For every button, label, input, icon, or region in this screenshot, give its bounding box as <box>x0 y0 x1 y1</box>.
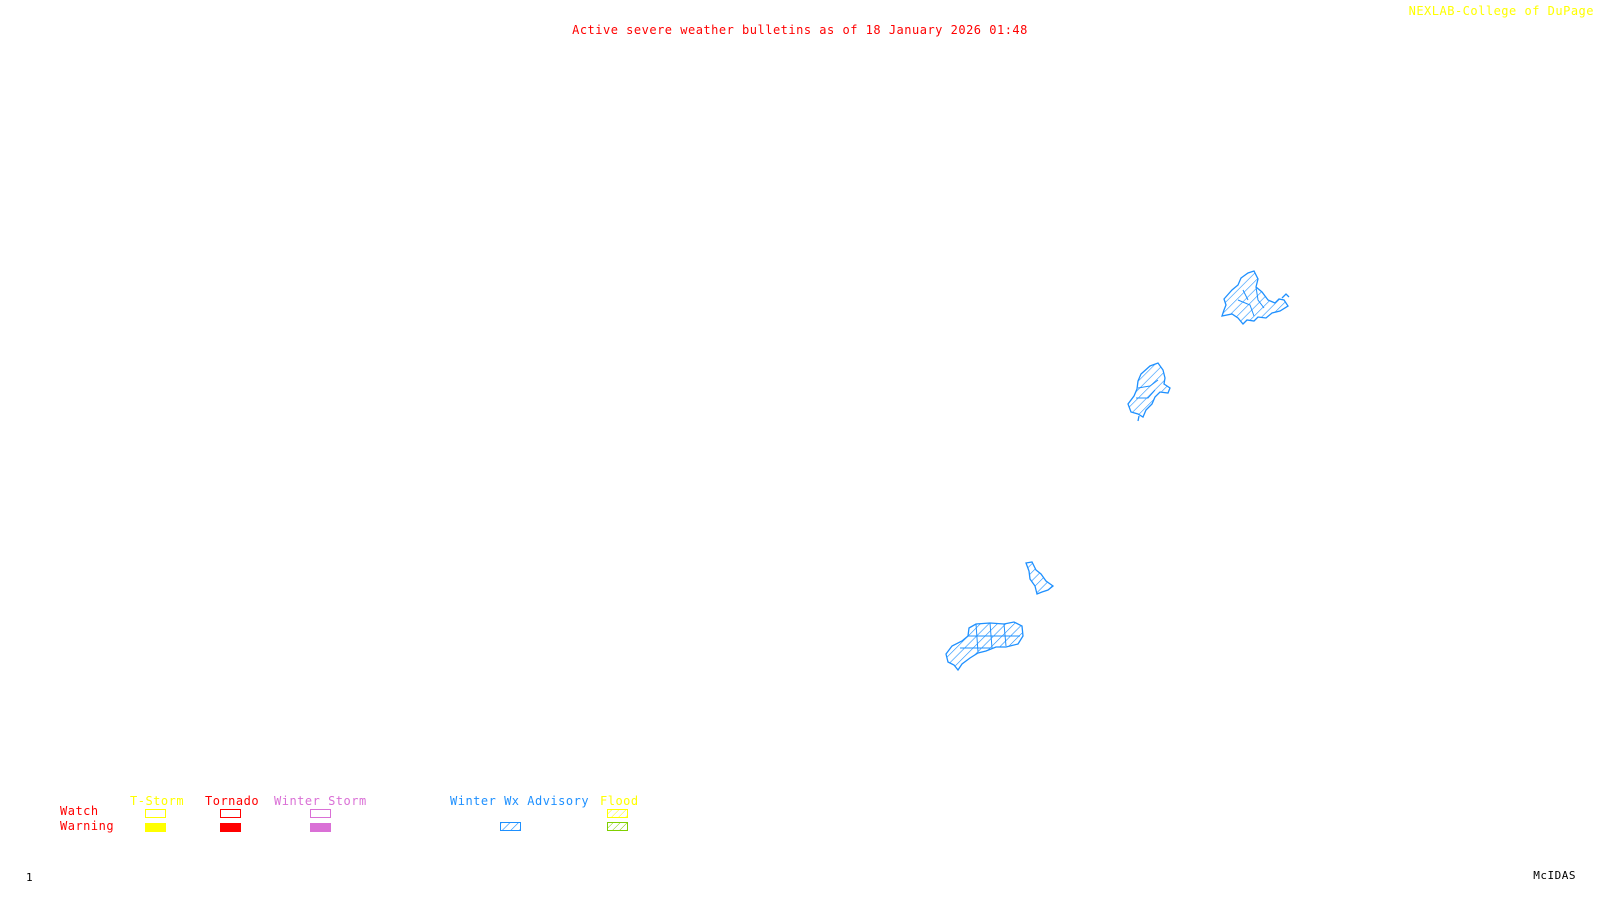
legend-tstorm-watch-box <box>145 809 166 818</box>
legend-flood-label: Flood <box>600 794 639 808</box>
legend-tornado-watch-box <box>220 809 241 818</box>
legend-winter-advisory-box <box>500 822 521 831</box>
legend-winter-storm-watch-box <box>310 809 331 818</box>
legend-flood-warning-box <box>607 822 628 831</box>
legend-tornado-label: Tornado <box>205 794 260 808</box>
legend-winter-advisory-label: Winter Wx Advisory <box>450 794 590 808</box>
page-title: Active severe weather bulletins as of 18… <box>572 23 1028 37</box>
credit-label: NEXLAB-College of DuPage <box>1408 4 1594 18</box>
legend-watch-label: Watch <box>60 804 99 818</box>
legend-tstorm-label: T-Storm <box>130 794 185 808</box>
legend-flood-watch-box <box>607 809 628 818</box>
legend-warning-label: Warning <box>60 819 115 833</box>
legend-tstorm-warning-box <box>145 823 166 832</box>
legend-winter-storm-label: Winter Storm <box>274 794 367 808</box>
frame-number: 1 <box>26 871 34 884</box>
software-label: McIDAS <box>1533 869 1576 882</box>
advisory-area-ny-pa[interactable] <box>1127 362 1171 422</box>
advisory-area-tennessee[interactable] <box>945 621 1024 672</box>
legend-tornado-warning-box <box>220 823 241 832</box>
advisory-area-new-england[interactable] <box>1221 270 1290 325</box>
legend-winter-storm-warning-box <box>310 823 331 832</box>
advisory-area-appalachian[interactable] <box>1025 561 1055 595</box>
